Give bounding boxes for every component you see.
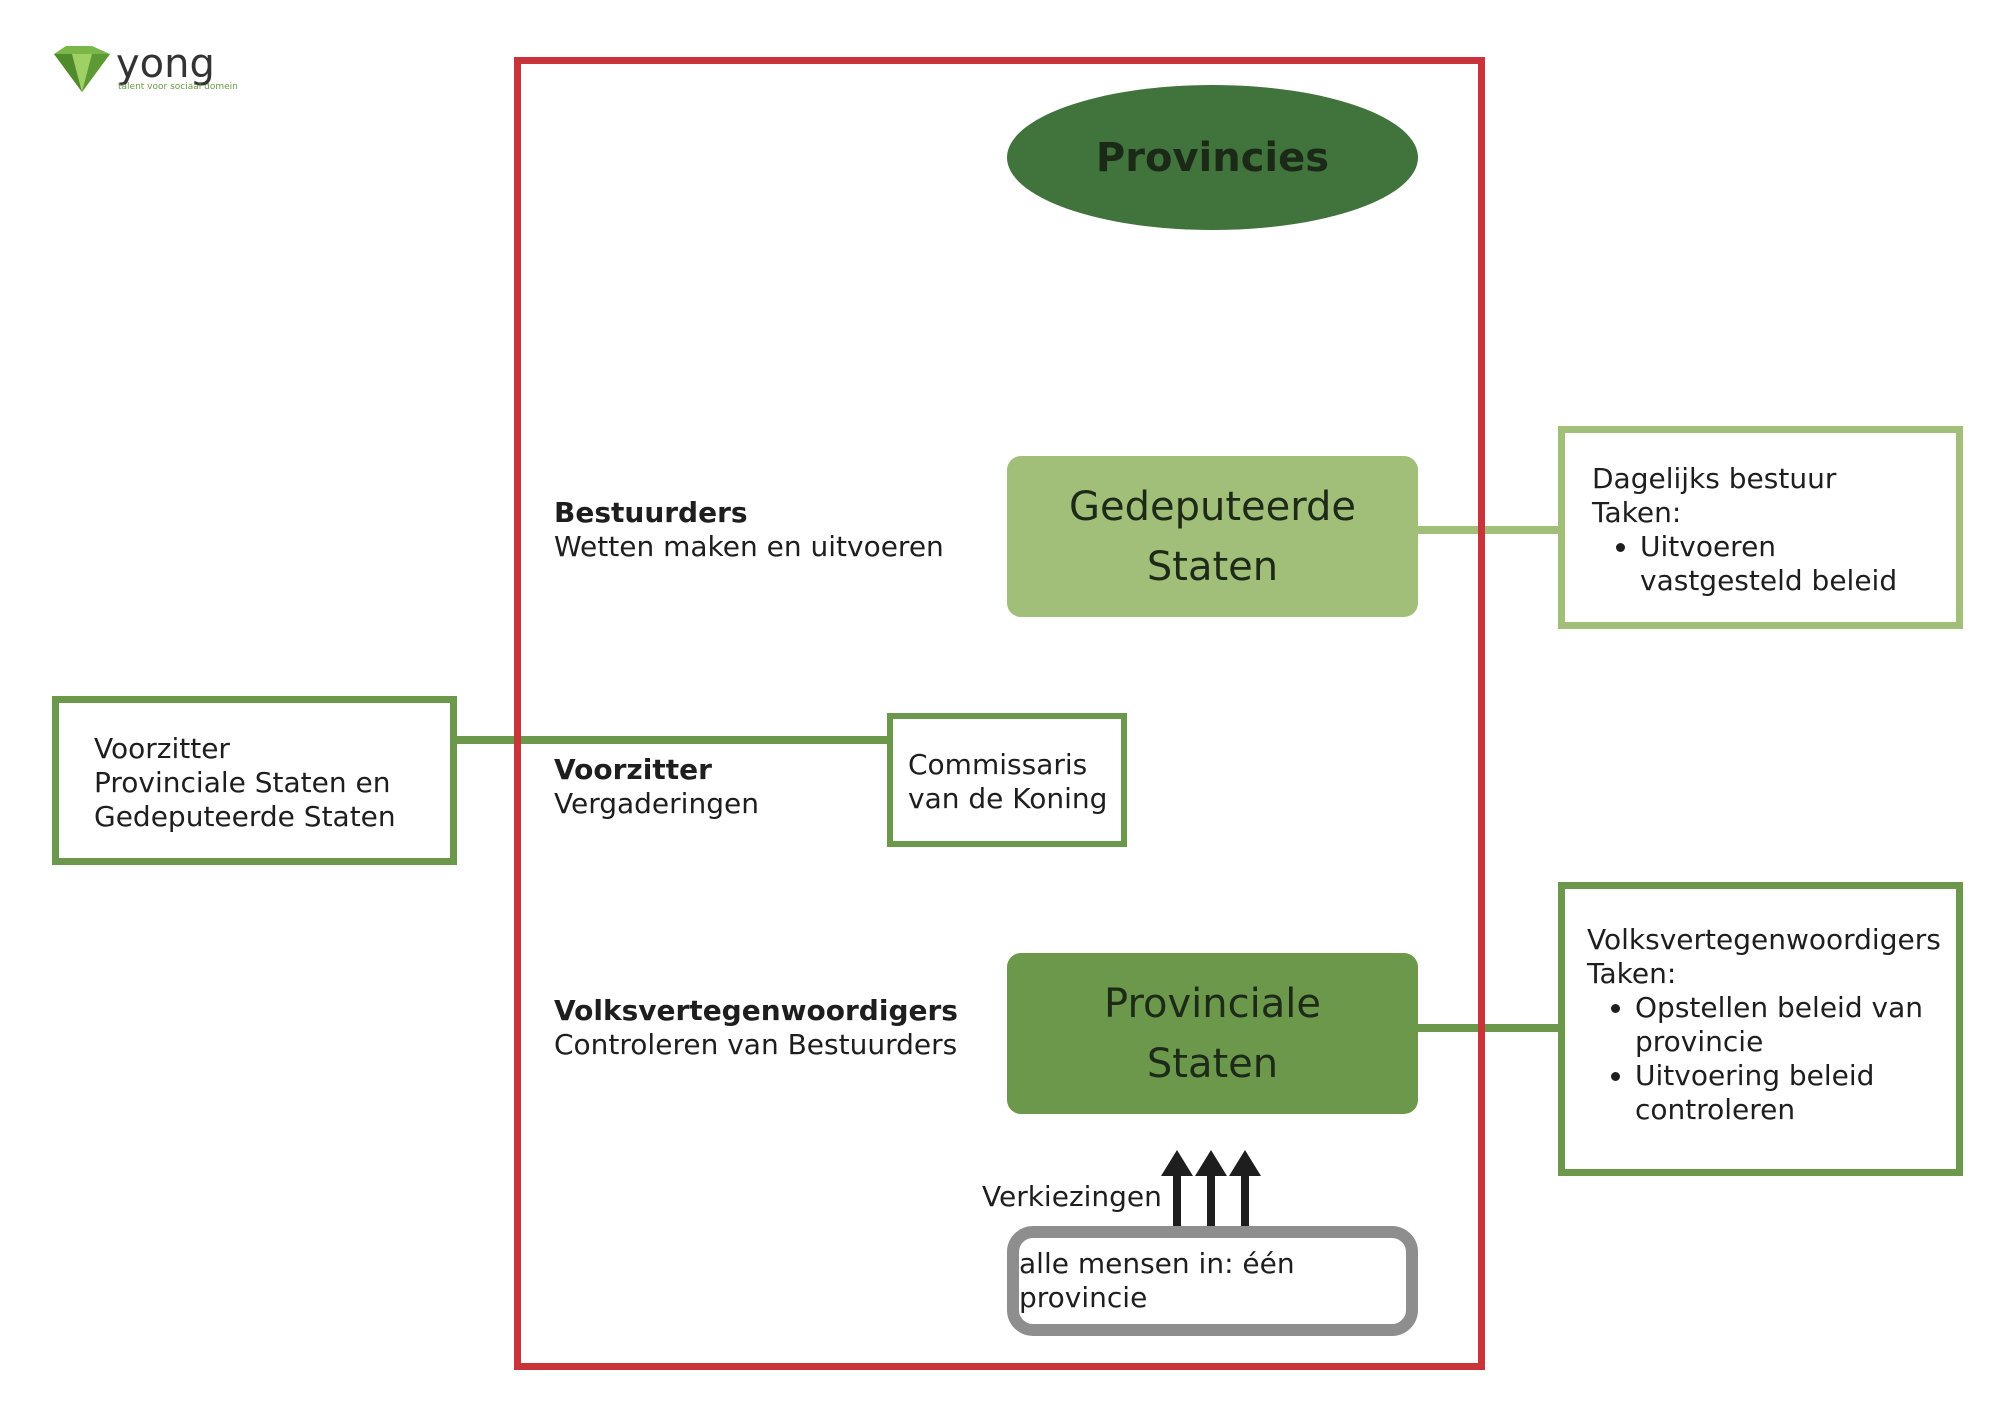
voorzitter-desc: Vergaderingen (554, 787, 759, 820)
side-box-dagelijks-bestuur: Dagelijks bestuur Taken: Uitvoeren vastg… (1558, 426, 1963, 629)
bestuurders-title: Bestuurders (554, 496, 748, 529)
volks-title: Volksvertegenwoordigers (554, 994, 958, 1027)
label-bestuurders: Bestuurders Wetten maken en uitvoeren (554, 496, 954, 564)
provinciale-line2: Staten (1146, 1040, 1279, 1087)
logo: yong talent voor sociaal domein (52, 41, 238, 96)
dagelijks-task-item: Uitvoeren vastgesteld beleid (1640, 530, 1946, 598)
label-volksvertegenwoordigers: Volksvertegenwoordigers Controleren van … (554, 994, 974, 1062)
voorzitter-title: Voorzitter (554, 753, 712, 786)
logo-wordmark: yong (116, 41, 215, 87)
provinciale-staten-box: Provinciale Staten (1007, 953, 1418, 1114)
volks-box-taken: Taken: (1587, 957, 1677, 990)
gedeputeerde-line1: Gedeputeerde (1069, 483, 1356, 530)
volks-task-list: Opstellen beleid van provincie Uitvoerin… (1587, 991, 1946, 1127)
verkiezingen-label: Verkiezingen (982, 1180, 1162, 1213)
yong-diamond-icon (54, 46, 110, 92)
connector-commissaris (455, 736, 889, 744)
election-arrows-icon (1161, 1150, 1261, 1226)
logo-tagline: talent voor sociaal domein (118, 82, 238, 92)
provincies-frame (514, 57, 1485, 1370)
side-box-volksvertegenwoordigers: Volksvertegenwoordigers Taken: Opstellen… (1558, 882, 1963, 1176)
alle-mensen-box: alle mensen in: één provincie (1007, 1226, 1418, 1336)
provinciale-line1: Provinciale (1104, 980, 1321, 1027)
provincies-ellipse: Provincies (1007, 85, 1418, 230)
label-voorzitter: Voorzitter Vergaderingen (554, 753, 874, 821)
gedeputeerde-staten-box: Gedeputeerde Staten (1007, 456, 1418, 617)
dagelijks-title: Dagelijks bestuur (1592, 462, 1837, 495)
connector-provinciale (1418, 1024, 1560, 1032)
side-box-voorzitter: Voorzitter Provinciale Staten en Gedeput… (52, 696, 457, 865)
dagelijks-task-list: Uitvoeren vastgesteld beleid (1592, 530, 1946, 598)
alle-mensen-text: alle mensen in: één provincie (1019, 1247, 1295, 1314)
commissaris-box: Commissaris van de Koning (887, 713, 1127, 847)
connector-gedeputeerde (1418, 526, 1560, 534)
volks-desc: Controleren van Bestuurders (554, 1028, 958, 1061)
page-title: Provincies (1095, 134, 1330, 181)
volks-box-title: Volksvertegenwoordigers (1587, 923, 1941, 956)
volks-task-item: Opstellen beleid van provincie (1635, 991, 1946, 1059)
dagelijks-taken: Taken: (1592, 496, 1682, 529)
volks-task-item: Uitvoering beleid controleren (1635, 1059, 1946, 1127)
gedeputeerde-line2: Staten (1146, 543, 1279, 590)
bestuurders-desc: Wetten maken en uitvoeren (554, 530, 944, 563)
